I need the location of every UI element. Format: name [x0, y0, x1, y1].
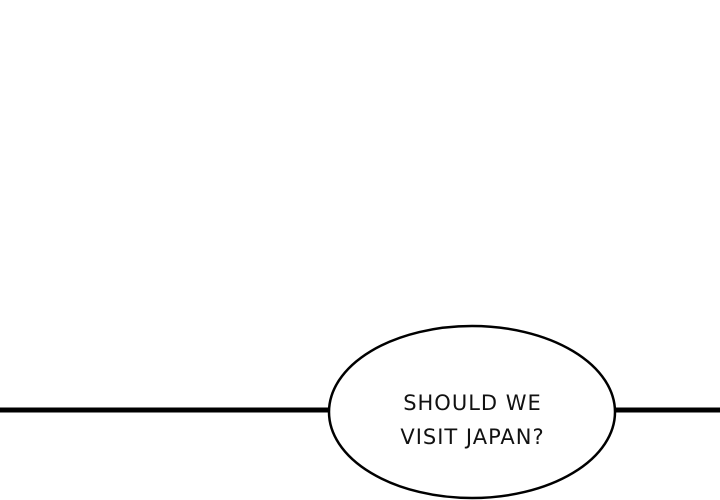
speech-bubble-line-1: SHOULD WE — [403, 391, 542, 415]
speech-bubble — [327, 324, 617, 500]
speech-bubble-line-2: VISIT JAPAN? — [400, 425, 545, 449]
